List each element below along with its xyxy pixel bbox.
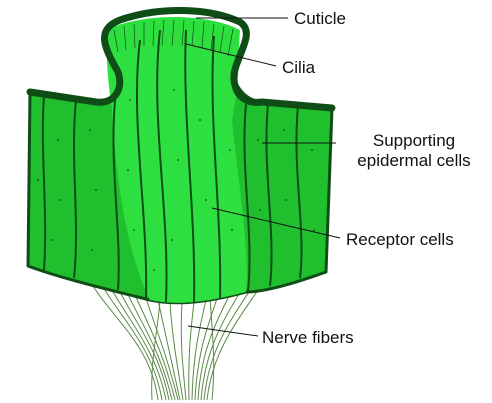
cilia-label: Cilia	[282, 58, 315, 78]
supporting-epidermal-cells-label: Supporting epidermal cells	[340, 131, 488, 171]
supporting-label-line2: epidermal cells	[340, 151, 488, 171]
nerve-fibers-label: Nerve fibers	[262, 328, 354, 348]
supporting-label-line1: Supporting	[340, 131, 488, 151]
cuticle-label: Cuticle	[294, 9, 346, 29]
receptor-cells-label: Receptor cells	[346, 230, 454, 250]
